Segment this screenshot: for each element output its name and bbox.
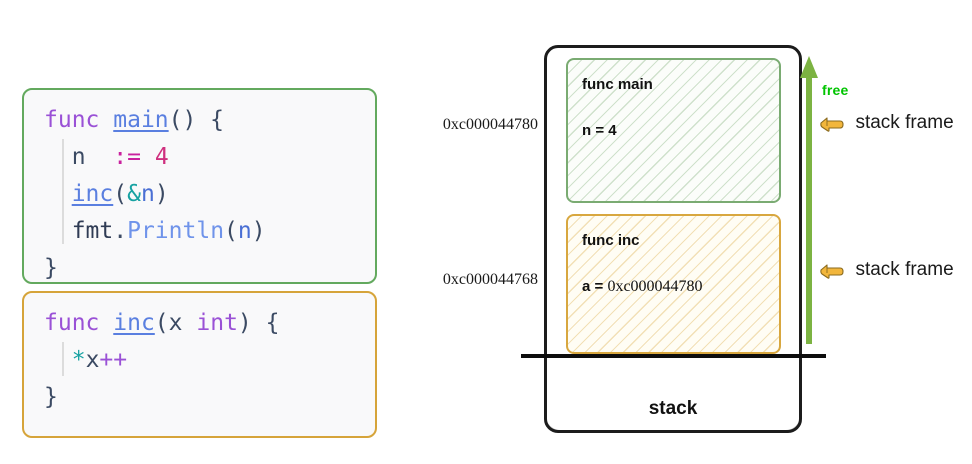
stack-frame-main: func main n = 4	[566, 58, 781, 203]
code-block-inc: func inc(x int) { *x++}	[22, 291, 377, 438]
code-line: }	[44, 379, 375, 416]
code-token: *	[71, 347, 86, 373]
code-token: func	[44, 310, 100, 336]
code-token: .	[113, 218, 128, 244]
code-token	[183, 310, 197, 336]
code-token: :=	[113, 144, 141, 170]
code-line: fmt.Println(n)	[44, 213, 375, 250]
code-token: )	[154, 181, 169, 207]
code-token: }	[44, 384, 58, 410]
annotation-stack-frame-2: stack frame	[818, 259, 954, 285]
address-label-main: 0xc000044780	[442, 116, 538, 133]
code-lines-inc: func inc(x int) { *x++}	[24, 293, 375, 416]
code-token: x	[85, 347, 100, 373]
code-token: (	[224, 218, 238, 244]
code-token: inc	[113, 310, 155, 336]
code-token	[99, 107, 113, 133]
frame-var-name-main: n = 4	[582, 122, 617, 139]
code-token: }	[44, 255, 58, 281]
code-line: inc(&n)	[44, 176, 375, 213]
code-token: fmt	[71, 218, 114, 244]
code-token: inc	[71, 181, 114, 207]
code-block-main: func main() { n := 4 inc(&n) fmt.Println…	[22, 88, 377, 284]
pointing-hand-icon	[818, 113, 844, 133]
code-token	[99, 310, 113, 336]
code-token	[44, 181, 72, 207]
code-token: 4	[154, 144, 169, 170]
code-token: ++	[99, 347, 128, 373]
free-label: free	[822, 82, 849, 98]
frame-title-main: func main	[582, 76, 653, 93]
stack-label: stack	[648, 398, 698, 419]
pointing-hand-icon	[818, 260, 844, 280]
code-token: int	[196, 310, 238, 336]
code-token: ) {	[237, 310, 280, 336]
annotation-label-1: stack frame	[855, 112, 954, 133]
code-line: n := 4	[44, 139, 375, 176]
code-token: main	[113, 107, 169, 133]
arrow-up-icon	[800, 56, 818, 344]
code-line: *x++	[44, 342, 375, 379]
code-token	[141, 144, 155, 170]
annotation-label-2: stack frame	[855, 259, 954, 280]
code-token: n	[140, 181, 155, 207]
stack-frame-inc: func inc a = 0xc000044780	[566, 214, 781, 354]
code-token: &	[127, 181, 141, 207]
code-token: )	[251, 218, 266, 244]
code-line: }	[44, 250, 375, 282]
code-token	[44, 347, 72, 373]
code-token: () {	[168, 107, 225, 133]
code-lines-main: func main() { n := 4 inc(&n) fmt.Println…	[24, 90, 375, 282]
code-line: func inc(x int) {	[44, 305, 375, 342]
frame-var-value-inc: 0xc000044780	[607, 278, 703, 295]
frame-title-inc: func inc	[582, 232, 640, 249]
indent-guide-main	[62, 139, 64, 244]
annotation-stack-frame-1: stack frame	[818, 112, 954, 138]
code-token	[44, 218, 72, 244]
address-label-inc: 0xc000044768	[442, 271, 538, 288]
code-token: Println	[127, 218, 225, 244]
frame-variable-main: n = 4	[582, 122, 617, 139]
code-token: (	[154, 310, 169, 336]
code-line: func main() {	[44, 102, 375, 139]
stack-top-divider	[521, 354, 826, 358]
code-token: (	[113, 181, 128, 207]
indent-guide-inc	[62, 342, 64, 376]
frame-var-name-inc: a =	[582, 278, 608, 295]
code-token: x	[168, 310, 183, 336]
code-token: func	[44, 107, 100, 133]
frame-variable-inc: a = 0xc000044780	[582, 278, 703, 296]
code-token: n	[44, 144, 114, 170]
free-space-arrow	[798, 54, 822, 346]
code-token: n	[237, 218, 252, 244]
